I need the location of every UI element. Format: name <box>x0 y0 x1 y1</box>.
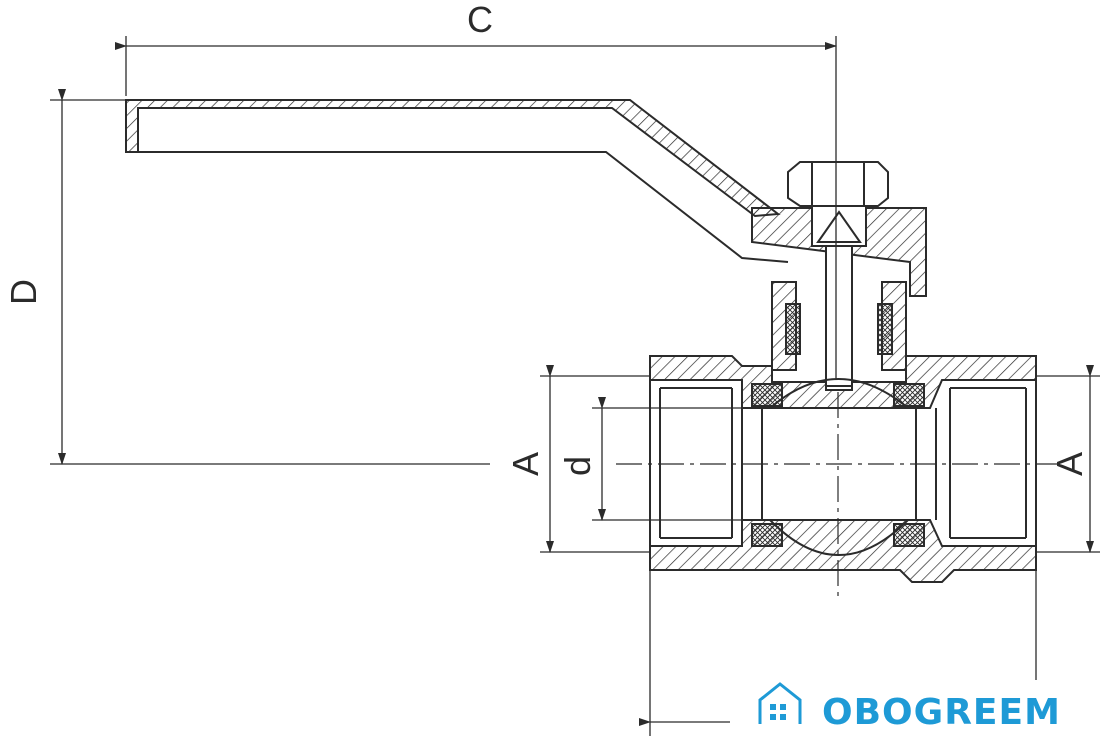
ball-seat-lower-right <box>893 523 925 547</box>
watermark: OBOGREEM <box>748 680 1088 736</box>
dimension-lines <box>50 36 1100 736</box>
house-icon <box>758 682 802 724</box>
watermark-text: OBOGREEM <box>822 692 1061 733</box>
body-lower <box>649 519 1037 583</box>
label-a-right: A <box>1049 452 1090 476</box>
stem-nut <box>787 161 889 207</box>
valve-body <box>125 99 1037 583</box>
ball-seat-upper-right <box>893 383 925 407</box>
center-lines <box>616 392 1060 600</box>
valve-stem <box>825 245 853 387</box>
ball-seat-upper-left <box>751 383 783 407</box>
lever-lower-edge <box>138 151 789 263</box>
dimension-labels: C D A d A <box>3 0 1090 476</box>
ball-seat-lower-left <box>751 523 783 547</box>
stem-seal-right <box>877 303 893 355</box>
ball-outline <box>769 519 909 556</box>
label-d-lower: d <box>557 456 598 476</box>
stem-seal-left <box>785 303 801 355</box>
label-a-left: A <box>505 452 546 476</box>
label-c: C <box>467 0 493 40</box>
label-d-upper: D <box>3 279 44 305</box>
lever-handle <box>125 99 781 218</box>
